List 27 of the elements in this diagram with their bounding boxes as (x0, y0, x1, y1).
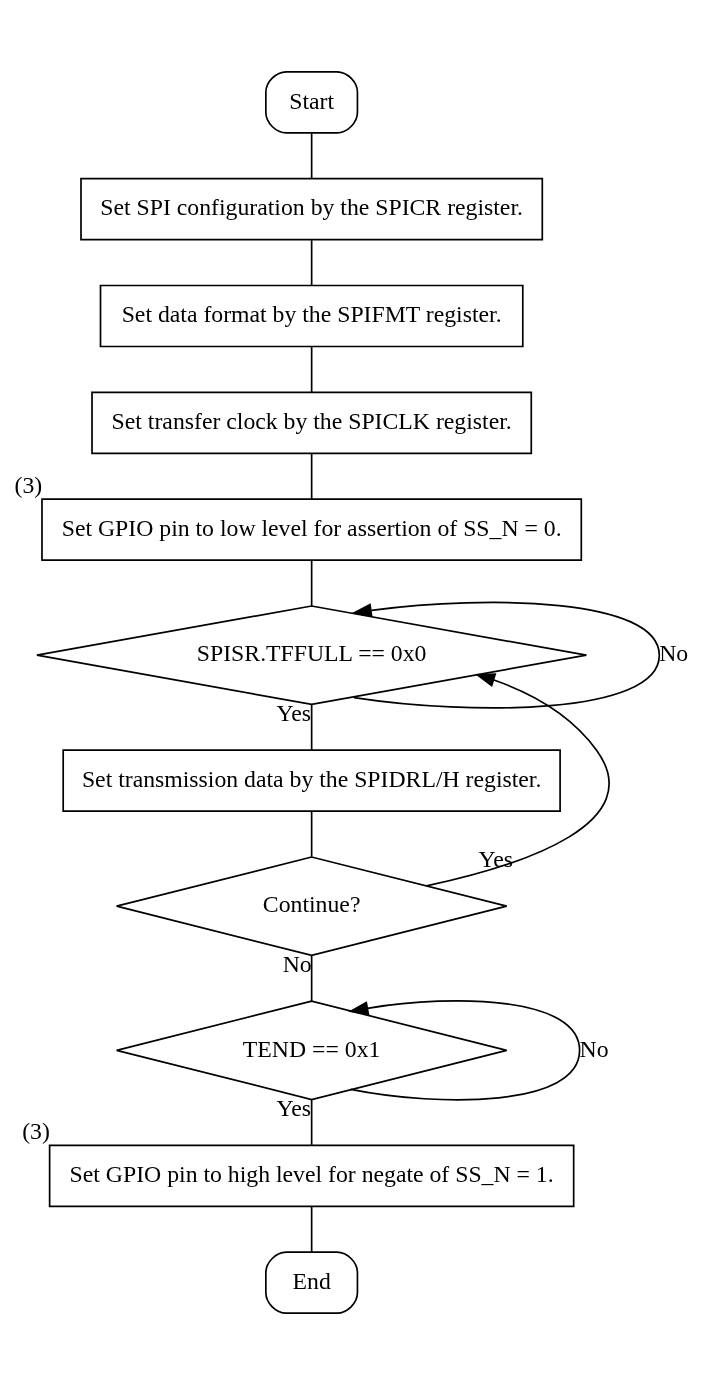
connector (310, 453, 313, 500)
node-box: Set transfer clock by the SPICLK register. (91, 391, 533, 455)
node-box: Set SPI configuration by the SPICR register. (80, 177, 544, 241)
connector (310, 132, 313, 180)
node-box: End (265, 1251, 359, 1315)
connector (310, 559, 313, 607)
edge-label: No (659, 640, 689, 667)
connector (310, 1206, 313, 1253)
edge-label: Yes (478, 845, 514, 872)
node-label: (3) (22, 1117, 50, 1144)
connector (310, 1098, 313, 1146)
node-box: Set data format by the SPIFMT register. (99, 284, 524, 348)
node-label: (3) (14, 471, 43, 498)
arrow (425, 673, 610, 887)
connector (310, 346, 313, 393)
connector (310, 810, 313, 858)
edge-label: No (579, 1035, 609, 1062)
connector (310, 703, 313, 751)
node-box: Start (265, 70, 359, 134)
node-box: Set transmission data by the SPIDRL/H register. (62, 749, 561, 813)
arrow (351, 601, 661, 709)
node-box: Set GPIO pin to high level for negate of SS_N = 1. (48, 1144, 575, 1208)
arrow (348, 1000, 581, 1101)
connector (310, 954, 313, 1002)
node-box: Set GPIO pin to low level for assertion of SS_N = 0. (41, 498, 583, 562)
edge-label: No (282, 950, 312, 977)
connector (310, 239, 313, 287)
